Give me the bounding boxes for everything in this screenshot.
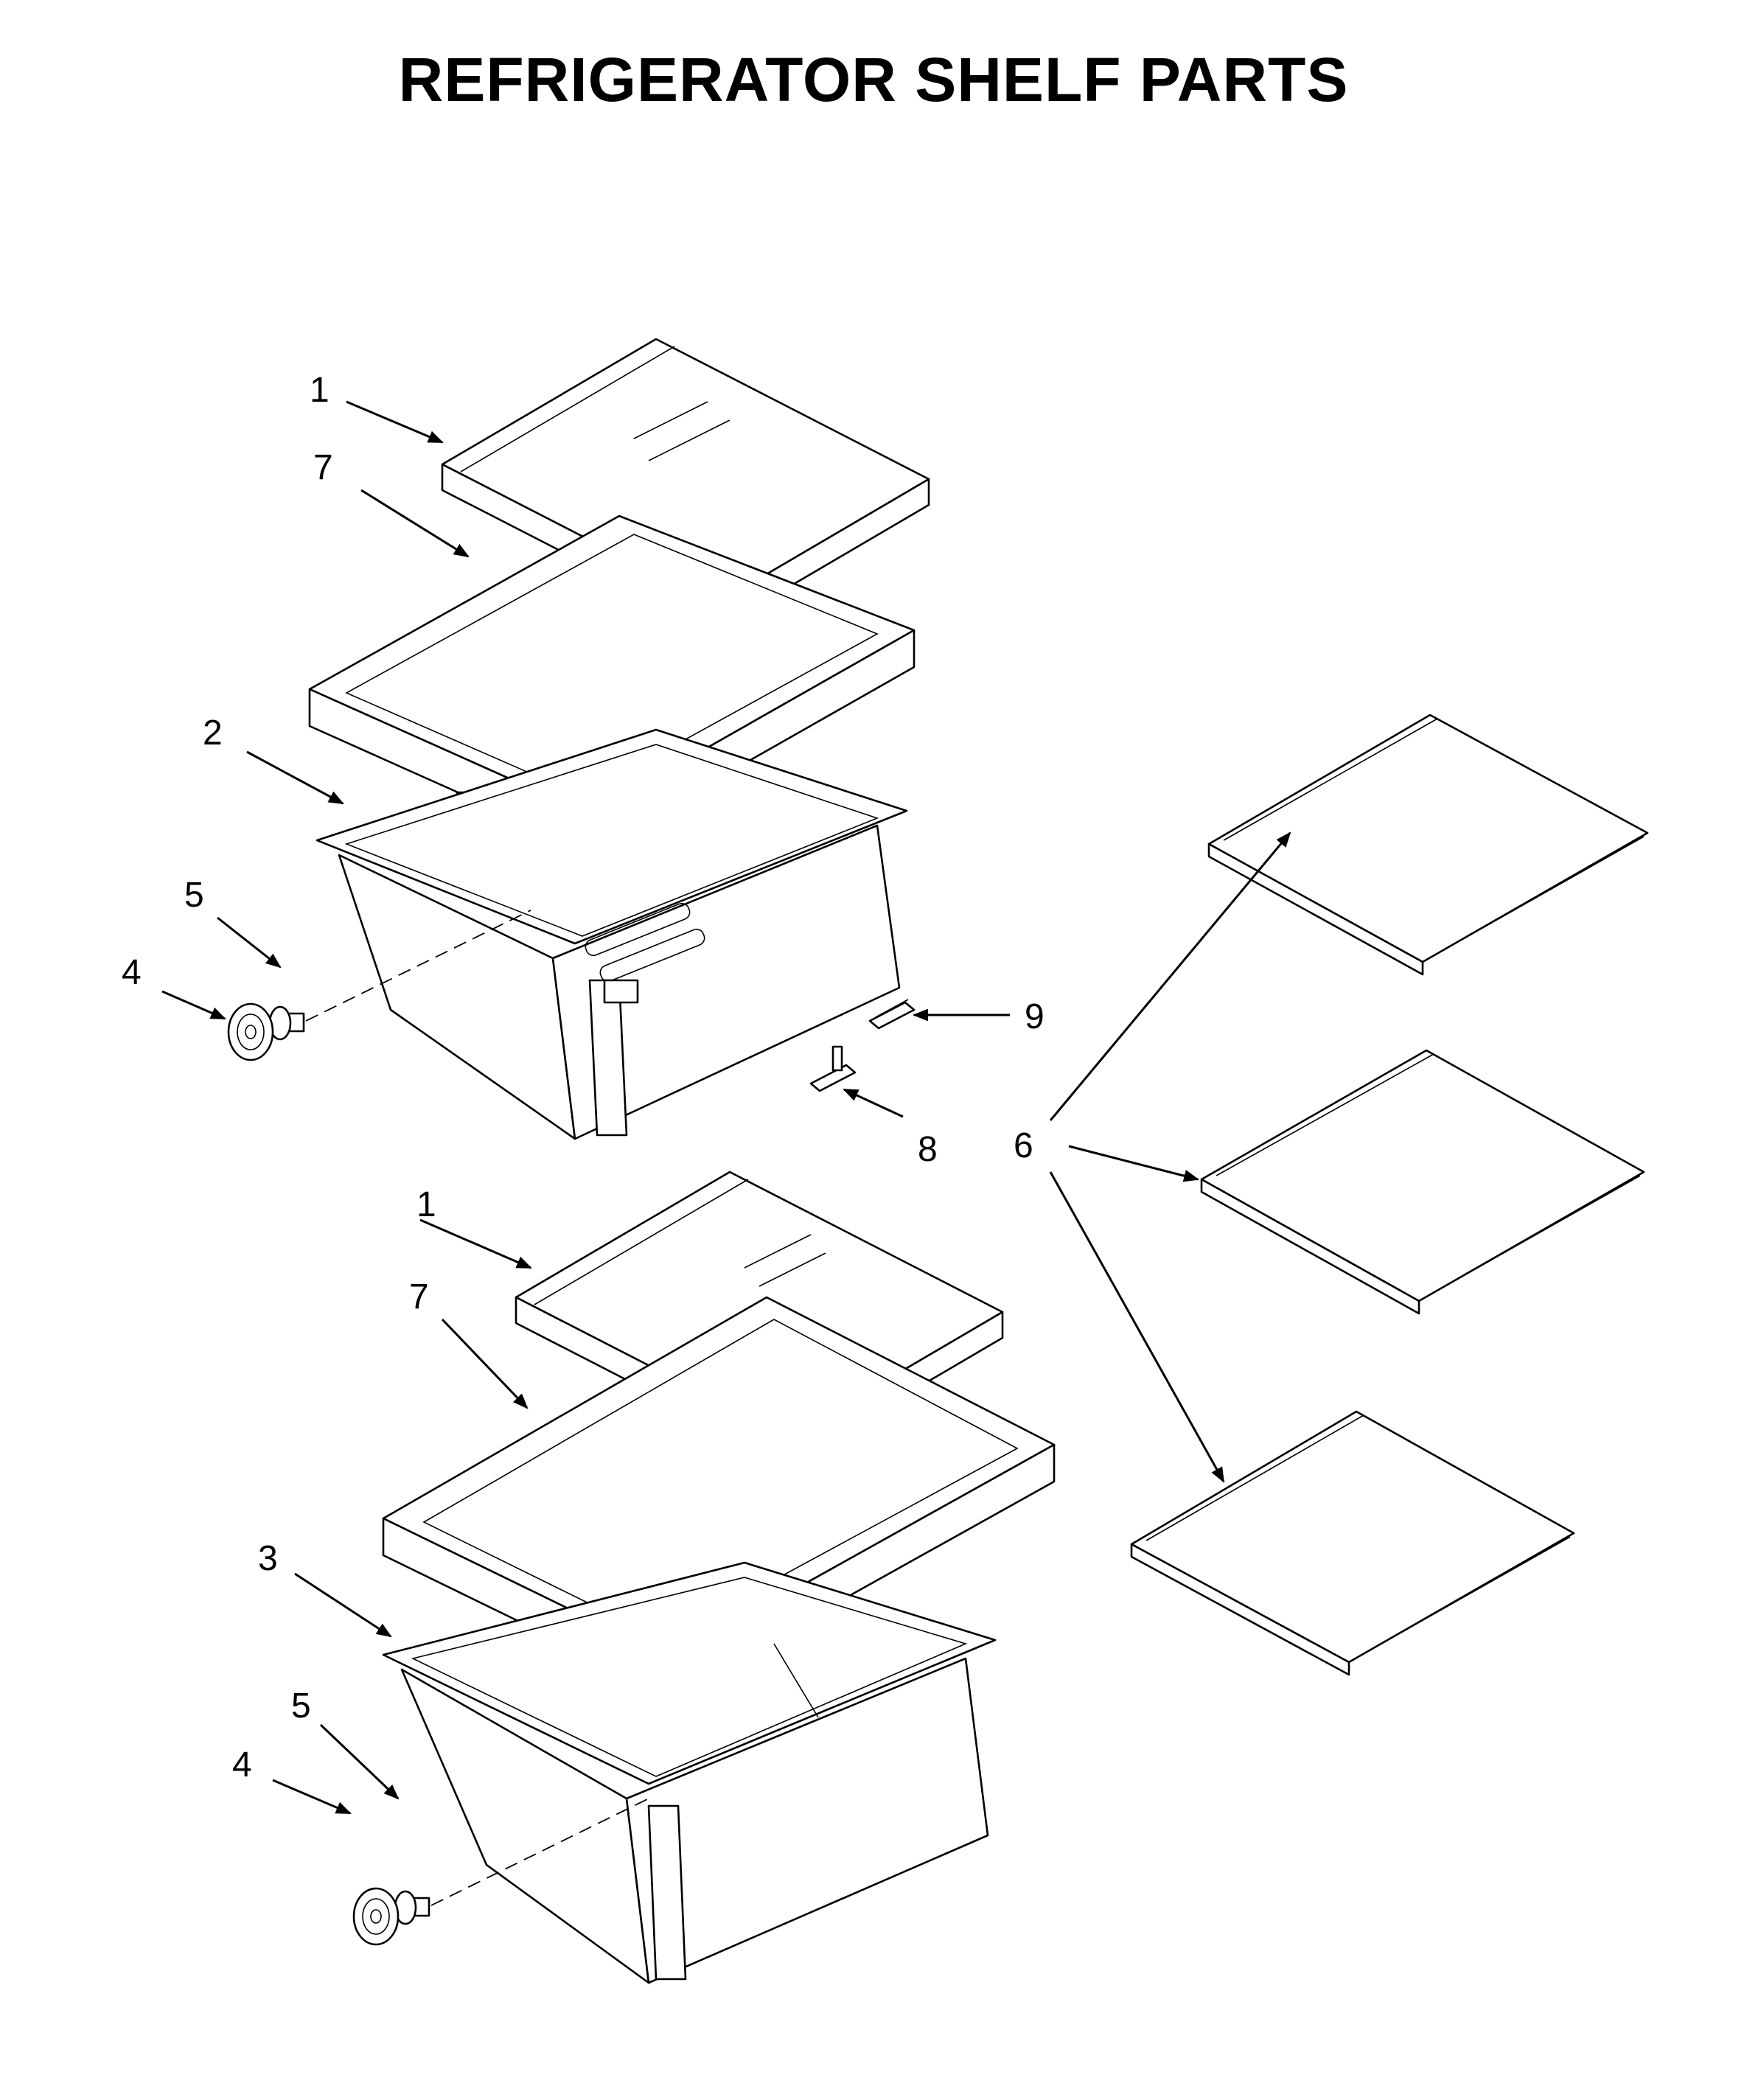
callout-6: 6 — [1014, 1126, 1033, 1165]
callout-4-lower: 4 — [232, 1745, 252, 1785]
axle-alignment-line-upper — [305, 910, 531, 1022]
diagram-title: REFRIGERATOR SHELF PARTS — [398, 45, 1349, 114]
callout-5-upper: 5 — [184, 876, 204, 915]
part-5-axle-upper[interactable] — [268, 1005, 305, 1041]
callout-1-lower: 1 — [416, 1185, 436, 1224]
callout-8: 8 — [918, 1130, 938, 1169]
callout-5-lower: 5 — [291, 1686, 311, 1726]
callout-3: 3 — [258, 1539, 278, 1578]
callout-7-upper: 7 — [313, 448, 333, 487]
part-8-clip[interactable] — [809, 1045, 857, 1092]
callout-4-upper: 4 — [122, 953, 142, 992]
callout-7-lower: 7 — [409, 1277, 429, 1316]
callout-1-upper: 1 — [310, 371, 329, 410]
part-6-shelf-middle[interactable] — [1200, 1049, 1645, 1315]
part-3-crisper-drawer-lower[interactable] — [382, 1561, 997, 1984]
callout-2: 2 — [203, 714, 223, 753]
leader-lines — [161, 400, 1291, 1815]
part-4-roller-lower[interactable] — [352, 1887, 400, 1946]
part-9-clip[interactable] — [868, 999, 916, 1030]
part-4-roller-upper[interactable] — [227, 1002, 274, 1061]
part-2-crisper-drawer-upper[interactable] — [315, 728, 908, 1140]
part-6-shelf-top[interactable] — [1207, 714, 1649, 976]
part-5-axle-lower[interactable] — [394, 1890, 430, 1925]
callout-9: 9 — [1025, 997, 1045, 1036]
part-6-shelf-bottom[interactable] — [1130, 1410, 1575, 1676]
